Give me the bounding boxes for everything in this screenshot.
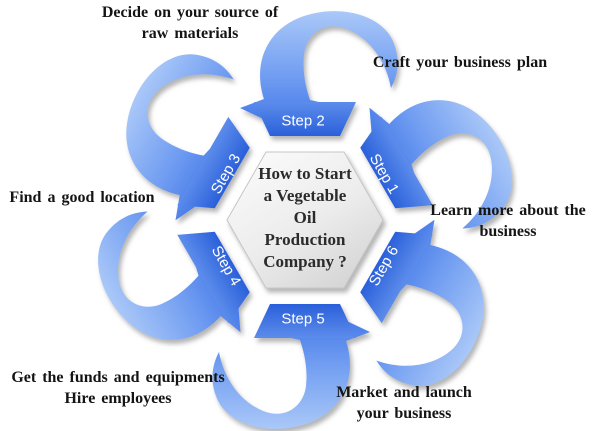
- caption-step-4: Find a good location: [0, 187, 164, 208]
- caption-step-3-line-1: Decide on your source of: [101, 4, 279, 21]
- caption-step-3-line-2: raw materials: [141, 25, 239, 42]
- center-title: How to Start a Vegetable Oil Production …: [258, 164, 352, 271]
- center-title-line-4: Production: [265, 230, 346, 249]
- center-hexagon: [226, 151, 384, 289]
- caption-step-4-line-1: Find a good location: [9, 189, 155, 206]
- center-title-line-1: How to Start: [258, 164, 352, 183]
- step-5-label: Step 5: [281, 311, 324, 328]
- caption-step-2-line-1: Craft your business plan: [372, 54, 548, 71]
- center-title-line-2: a Vegetable: [264, 186, 347, 205]
- center-title-line-5: Company ?: [263, 252, 347, 271]
- center-title-line-3: Oil: [294, 208, 317, 227]
- caption-step-3: Decide on your source of raw materials: [58, 2, 322, 44]
- step-2-label: Step 2: [281, 113, 324, 130]
- caption-step-5-line-2: Hire employees: [64, 390, 172, 407]
- caption-step-5-line-1: Get the funds and equipments: [11, 369, 225, 386]
- caption-step-1: Learn more about the business: [412, 200, 600, 242]
- caption-step-5: Get the funds and equipments Hire employ…: [0, 367, 236, 409]
- caption-step-6: Market and launch your business: [300, 382, 508, 424]
- caption-step-1-line-1: Learn more about the: [430, 202, 586, 219]
- caption-step-6-line-2: your business: [356, 405, 452, 422]
- caption-step-2: Craft your business plan: [330, 52, 590, 73]
- caption-step-6-line-1: Market and launch: [336, 384, 472, 401]
- caption-step-1-line-2: business: [479, 223, 537, 240]
